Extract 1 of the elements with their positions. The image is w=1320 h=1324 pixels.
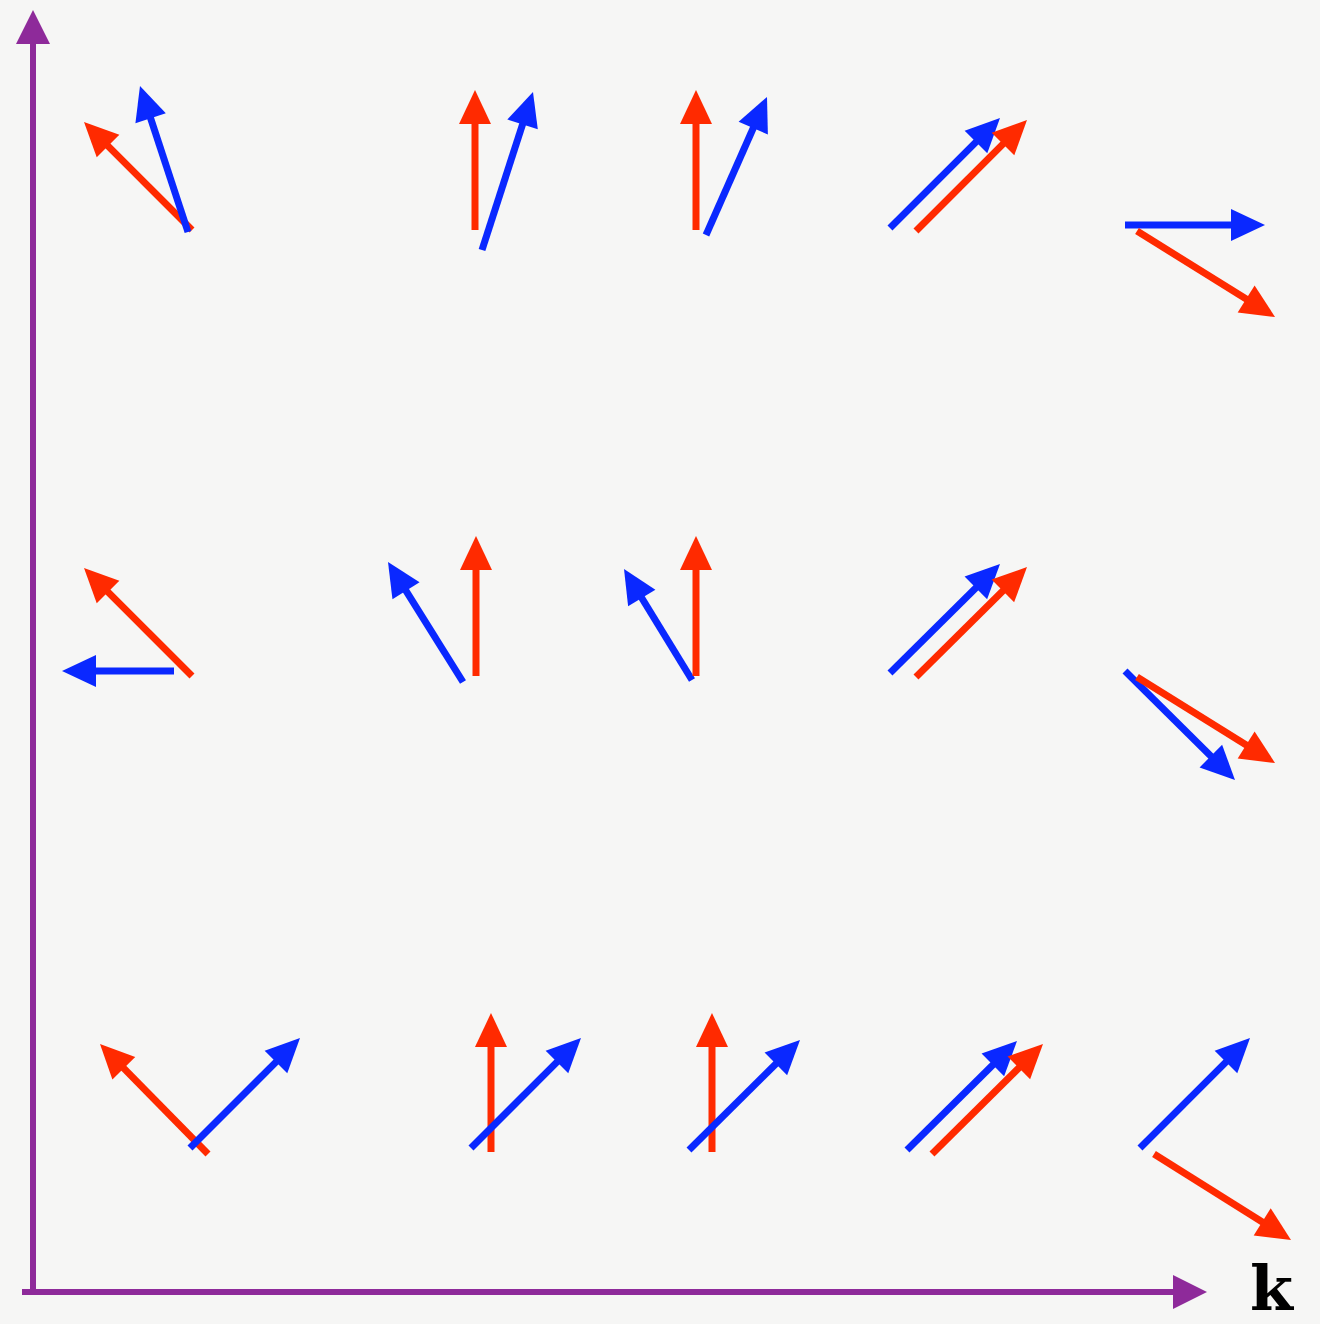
axis-label: k	[1250, 1258, 1293, 1320]
